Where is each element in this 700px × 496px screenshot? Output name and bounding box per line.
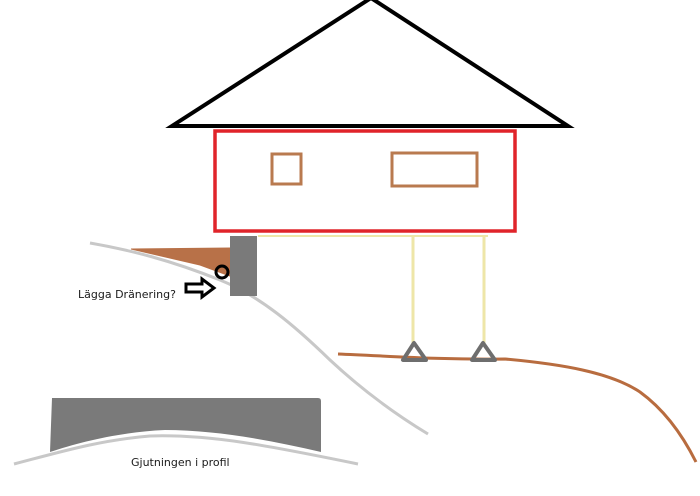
foundation-wall bbox=[230, 236, 257, 296]
roof-triangle bbox=[165, 0, 575, 128]
casting-profile-shape bbox=[50, 398, 321, 452]
right-arrow-icon bbox=[184, 276, 217, 300]
terrain-line bbox=[337, 352, 698, 463]
casting-profile-ground bbox=[13, 434, 359, 466]
support-foot-left bbox=[401, 341, 428, 362]
circle-pipe-icon bbox=[214, 264, 230, 280]
drainage-question-label: Lägga Dränering? bbox=[78, 288, 176, 301]
ground-slope-line bbox=[89, 241, 429, 436]
window-wide bbox=[390, 151, 479, 188]
support-foot-right bbox=[470, 341, 497, 362]
casting-profile-label: Gjutningen i profil bbox=[131, 456, 230, 469]
window-small bbox=[270, 152, 303, 186]
house-body bbox=[213, 129, 517, 233]
